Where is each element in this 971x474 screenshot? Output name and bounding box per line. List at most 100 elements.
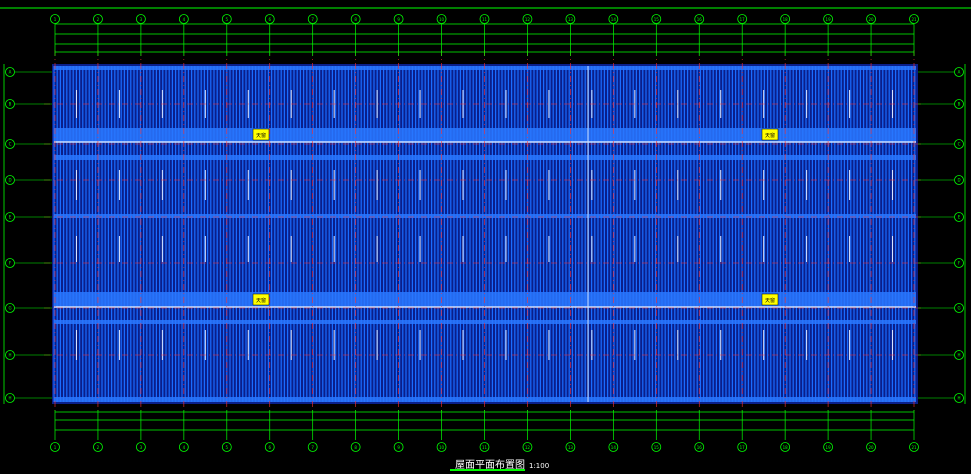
column-bubble-top <box>737 14 748 24</box>
column-label-bottom: 10 <box>439 445 445 450</box>
title-underline <box>450 469 525 471</box>
row-label-left: G <box>8 306 11 311</box>
column-bubble-top <box>866 14 876 24</box>
column-label-top: 1 <box>54 17 57 22</box>
column-bubble-bottom <box>221 442 232 452</box>
column-label-top: 7 <box>311 17 314 22</box>
skylight-box <box>761 293 779 306</box>
column-bubble-top <box>651 14 662 24</box>
roof-band <box>54 155 916 160</box>
column-bubble-bottom <box>479 442 490 452</box>
skylight-label: 天窗 <box>256 297 266 304</box>
column-label-bottom: 21 <box>911 445 917 450</box>
column-label-top: 15 <box>654 17 660 22</box>
column-label-top: 13 <box>568 17 574 22</box>
column-bubble-top <box>393 14 404 24</box>
column-bubble-bottom <box>522 442 533 452</box>
roof-band <box>54 128 916 142</box>
row-label-left: C <box>9 142 12 147</box>
column-label-top: 5 <box>226 17 229 22</box>
row-bubble-right <box>954 303 964 313</box>
column-label-bottom: 20 <box>869 445 875 450</box>
column-bubble-bottom <box>307 442 318 452</box>
row-label-right: D <box>957 178 960 183</box>
column-bubble-bottom <box>350 442 361 452</box>
row-label-left: E <box>9 215 12 220</box>
column-bubble-top <box>565 14 576 24</box>
column-bubble-top <box>522 14 533 24</box>
column-label-bottom: 15 <box>654 445 660 450</box>
roof-band <box>54 397 916 402</box>
column-bubble-bottom <box>737 442 748 452</box>
column-bubble-bottom <box>608 442 619 452</box>
column-label-top: 21 <box>911 17 917 22</box>
column-label-bottom: 2 <box>97 445 100 450</box>
skylight-label: 天窗 <box>765 297 775 304</box>
column-bubble-top <box>264 14 275 24</box>
column-label-bottom: 7 <box>311 445 314 450</box>
row-bubble-left <box>5 212 15 222</box>
column-bubble-bottom <box>178 442 189 452</box>
column-label-top: 20 <box>869 17 875 22</box>
column-bubble-bottom <box>694 442 705 452</box>
column-label-bottom: 1 <box>54 445 57 450</box>
roof-band <box>54 292 916 307</box>
column-label-top: 16 <box>697 17 703 22</box>
column-label-bottom: 19 <box>826 445 832 450</box>
column-label-top: 14 <box>611 17 617 22</box>
row-bubble-left <box>5 67 15 77</box>
row-bubble-right <box>954 350 964 360</box>
row-bubble-left <box>5 175 15 185</box>
column-bubble-bottom <box>780 442 791 452</box>
column-label-bottom: 6 <box>268 445 271 450</box>
row-bubble-left <box>5 303 15 313</box>
drawing-title-text: 屋面平面布置图 <box>455 460 525 471</box>
roof-band <box>54 214 916 218</box>
row-bubble-right <box>954 393 964 403</box>
column-label-top: 10 <box>439 17 445 22</box>
column-bubble-bottom <box>436 442 447 452</box>
column-label-bottom: 4 <box>183 445 186 450</box>
column-bubble-top <box>178 14 189 24</box>
column-label-top: 4 <box>183 17 186 22</box>
skylight-box <box>761 128 779 141</box>
column-label-bottom: 12 <box>525 445 531 450</box>
column-label-bottom: 9 <box>397 445 400 450</box>
row-bubble-left <box>5 393 15 403</box>
column-bubble-bottom <box>93 442 103 452</box>
column-bubble-top <box>350 14 361 24</box>
column-label-top: 18 <box>783 17 789 22</box>
roof-band <box>54 66 916 70</box>
column-bubble-bottom <box>909 442 919 452</box>
row-label-right: F <box>958 261 961 266</box>
row-bubble-right <box>954 212 964 222</box>
row-bubble-left <box>5 99 15 109</box>
column-bubble-top <box>221 14 232 24</box>
column-label-top: 19 <box>826 17 832 22</box>
column-label-top: 9 <box>397 17 400 22</box>
row-label-left: H <box>8 353 11 358</box>
skylight-box <box>252 128 270 141</box>
row-bubble-left <box>5 139 15 149</box>
row-label-right: B <box>958 102 961 107</box>
row-label-left: A <box>9 70 12 75</box>
column-bubble-top <box>694 14 705 24</box>
column-bubble-top <box>436 14 447 24</box>
column-label-top: 17 <box>740 17 746 22</box>
skylight-label: 天窗 <box>256 132 266 139</box>
column-bubble-top <box>93 14 103 24</box>
row-label-left: D <box>8 178 11 183</box>
column-label-top: 11 <box>482 17 488 22</box>
column-label-top: 12 <box>525 17 531 22</box>
column-label-top: 3 <box>140 17 143 22</box>
row-label-right: C <box>958 142 961 147</box>
column-bubble-top <box>479 14 490 24</box>
column-bubble-bottom <box>135 442 146 452</box>
row-label-right: H <box>957 353 960 358</box>
column-bubble-top <box>909 14 919 24</box>
row-label-right: A <box>958 70 961 75</box>
column-label-top: 6 <box>268 17 271 22</box>
row-bubble-right <box>954 67 964 77</box>
